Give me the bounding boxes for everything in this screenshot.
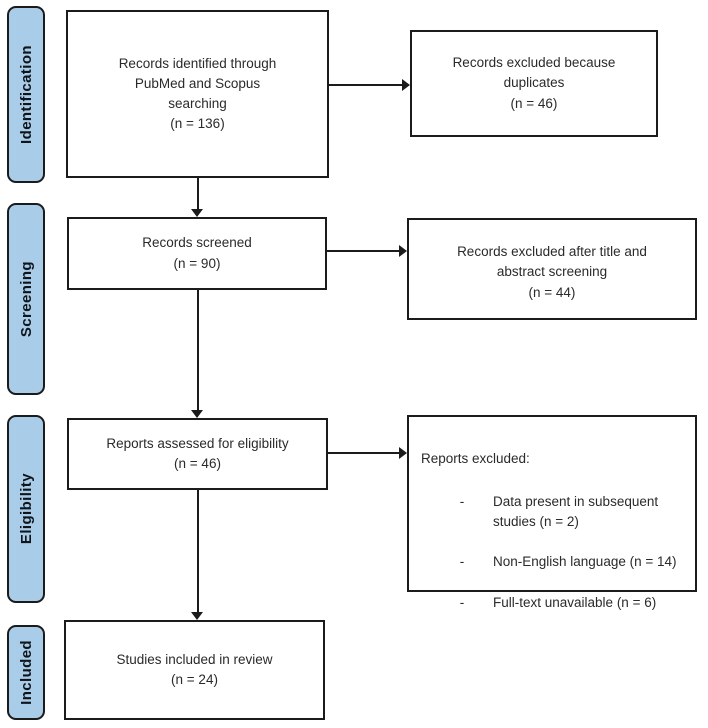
stage-label-screening-text: Screening: [17, 260, 35, 338]
box-reports-assessed: Reports assessed for eligibility (n = 46…: [67, 418, 328, 490]
arrowhead-down-icon: [191, 612, 203, 620]
stage-label-included-text: Included: [17, 640, 35, 705]
list-item: - Full-text unavailable (n = 6): [421, 593, 677, 613]
stage-label-eligibility-text: Eligibility: [17, 473, 35, 545]
list-item-text: Data present in subsequent studies (n = …: [493, 493, 659, 529]
arrowhead-down-icon: [191, 209, 203, 217]
box-excluded-duplicates: Records excluded because duplicates (n =…: [410, 30, 658, 137]
connector-identified-to-screened: [197, 178, 199, 211]
arrowhead-right-icon: [402, 79, 410, 91]
list-item: - Data present in subsequent studies (n …: [421, 492, 677, 533]
box-studies-included: Studies included in review (n = 24): [64, 620, 325, 720]
stage-label-identification-text: Identification: [17, 45, 35, 144]
stage-label-identification: Identification: [7, 6, 45, 183]
reports-excluded-heading: Reports excluded:: [421, 451, 530, 466]
arrowhead-right-icon: [399, 245, 407, 257]
connector-assessed-to-included: [197, 490, 199, 614]
stage-label-screening: Screening: [7, 203, 45, 395]
connector-screened-to-excluded: [327, 250, 399, 252]
list-item-text: Full-text unavailable (n = 6): [493, 594, 657, 610]
arrowhead-down-icon: [191, 410, 203, 418]
stage-label-included: Included: [7, 625, 45, 720]
list-item-text: Non-English language (n = 14): [493, 554, 677, 570]
reports-excluded-list: - Data present in subsequent studies (n …: [421, 471, 677, 633]
dash-bullet: -: [459, 554, 465, 570]
connector-identified-to-duplicates: [329, 84, 402, 86]
connector-screened-to-assessed: [197, 290, 199, 412]
stage-label-eligibility: Eligibility: [7, 415, 45, 603]
box-reports-excluded: Reports excluded: - Data present in subs…: [407, 415, 697, 610]
box-records-screened: Records screened (n = 90): [67, 217, 327, 290]
dash-bullet: -: [459, 594, 465, 610]
arrowhead-right-icon: [399, 447, 407, 459]
connector-assessed-to-excluded: [328, 452, 399, 454]
box-records-identified: Records identified through PubMed and Sc…: [66, 10, 329, 178]
box-excluded-title-abstract: Records excluded after title and abstrac…: [407, 218, 697, 320]
list-item: - Non-English language (n = 14): [421, 552, 677, 572]
dash-bullet: -: [459, 493, 465, 509]
